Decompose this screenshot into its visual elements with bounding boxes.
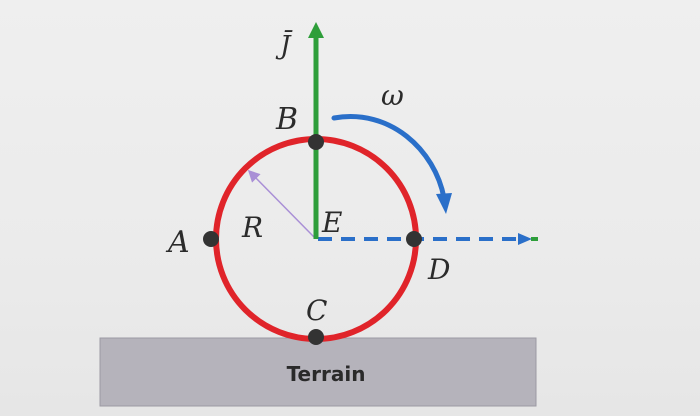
point-a-label: A: [165, 225, 190, 260]
j-vector-arrowhead: [308, 22, 324, 38]
radius-label: R: [241, 211, 263, 244]
point-c-label: C: [306, 294, 327, 327]
point-a-dot: [203, 231, 219, 247]
dashed-axis-arrowhead: [518, 233, 532, 245]
point-c-dot: [308, 329, 324, 345]
point-b-label: B: [275, 102, 298, 137]
omega-label: ω: [381, 79, 404, 112]
point-e-label: E: [321, 206, 342, 239]
point-d-label: D: [427, 253, 450, 286]
omega-rotation-arrow: [331, 114, 447, 201]
terrain-block: [99, 337, 537, 407]
terrain-label: Terrain: [287, 362, 366, 386]
radius-line: [247, 169, 315, 238]
point-d-dot: [406, 231, 422, 247]
omega-arrowhead: [436, 193, 452, 214]
point-b-dot: [308, 134, 324, 150]
j-vector-label: J̄: [275, 29, 293, 61]
